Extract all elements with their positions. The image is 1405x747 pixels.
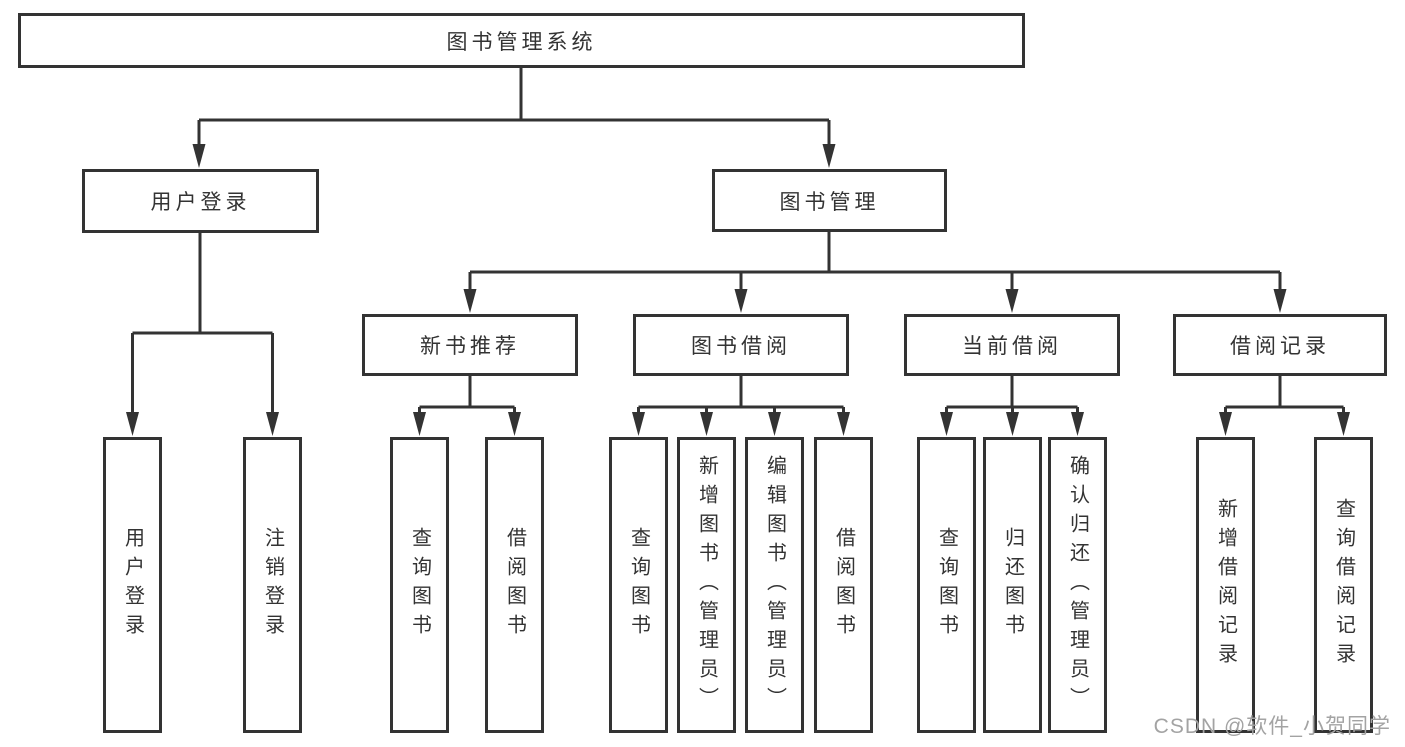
leaf-edit-books-admin: 编辑图书（管理员） <box>745 437 804 733</box>
leaf-logout: 注销登录 <box>243 437 302 733</box>
leaf-user-login: 用户登录 <box>103 437 162 733</box>
leaf-query-books-current: 查询图书 <box>917 437 976 733</box>
node-new-book-recommend: 新书推荐 <box>362 314 578 376</box>
node-borrowing-records: 借阅记录 <box>1173 314 1387 376</box>
leaf-confirm-return-admin: 确认归还（管理员） <box>1048 437 1107 733</box>
leaf-borrow-books: 借阅图书 <box>814 437 873 733</box>
leaf-query-borrow-record: 查询借阅记录 <box>1314 437 1373 733</box>
leaf-return-books: 归还图书 <box>983 437 1042 733</box>
node-root-system: 图书管理系统 <box>18 13 1025 68</box>
node-user-login: 用户登录 <box>82 169 319 233</box>
watermark-text: CSDN @软件_小贺同学 <box>1153 715 1391 738</box>
node-book-borrowing: 图书借阅 <box>633 314 849 376</box>
leaf-query-books-recommend: 查询图书 <box>390 437 449 733</box>
leaf-query-books-borrow: 查询图书 <box>609 437 668 733</box>
leaf-borrow-books-recommend: 借阅图书 <box>485 437 544 733</box>
leaf-add-borrow-record: 新增借阅记录 <box>1196 437 1255 733</box>
node-book-management: 图书管理 <box>712 169 947 232</box>
node-current-borrowing: 当前借阅 <box>904 314 1120 376</box>
leaf-add-books-admin: 新增图书（管理员） <box>677 437 736 733</box>
